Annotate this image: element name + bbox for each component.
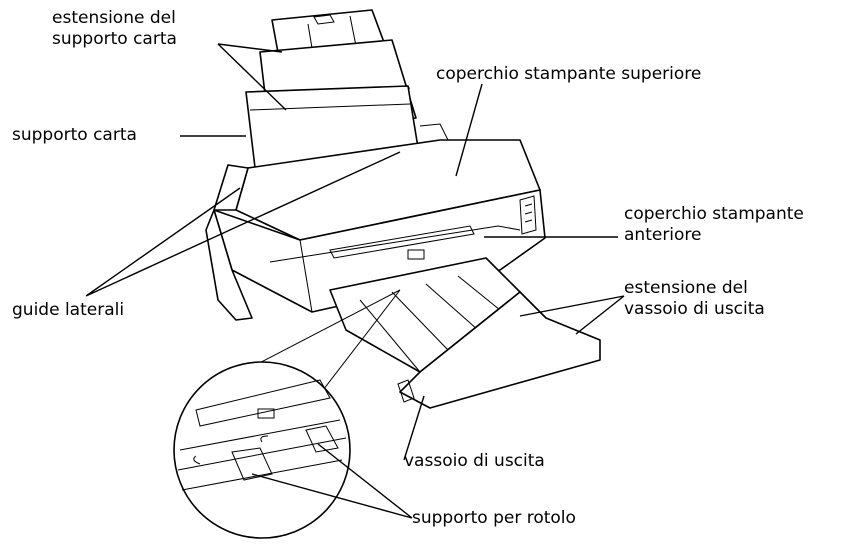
label-top-cover: coperchio stampante superiore — [436, 64, 702, 84]
label-line: coperchio stampante — [624, 204, 804, 224]
label-line: estensione del — [52, 8, 176, 28]
label-roll-support: supporto per rotolo — [412, 508, 576, 528]
label-line: vassoio di uscita — [624, 299, 765, 319]
label-line: estensione del — [624, 278, 748, 298]
label-paper-support-extension: estensione del supporto carta — [52, 8, 177, 50]
label-line: supporto carta — [52, 29, 177, 49]
roll-support-zoom — [173, 361, 351, 539]
label-output-tray-extension: estensione del vassoio di uscita — [624, 278, 765, 320]
label-edge-guides: guide laterali — [12, 300, 125, 320]
label-paper-support: supporto carta — [12, 125, 137, 145]
label-front-cover: coperchio stampante anteriore — [624, 204, 804, 246]
output-tray-extension — [397, 291, 601, 409]
printer-body — [205, 164, 546, 321]
leader-lines — [85, 43, 625, 519]
label-output-tray: vassoio di uscita — [404, 451, 545, 471]
label-line: anteriore — [624, 225, 702, 245]
